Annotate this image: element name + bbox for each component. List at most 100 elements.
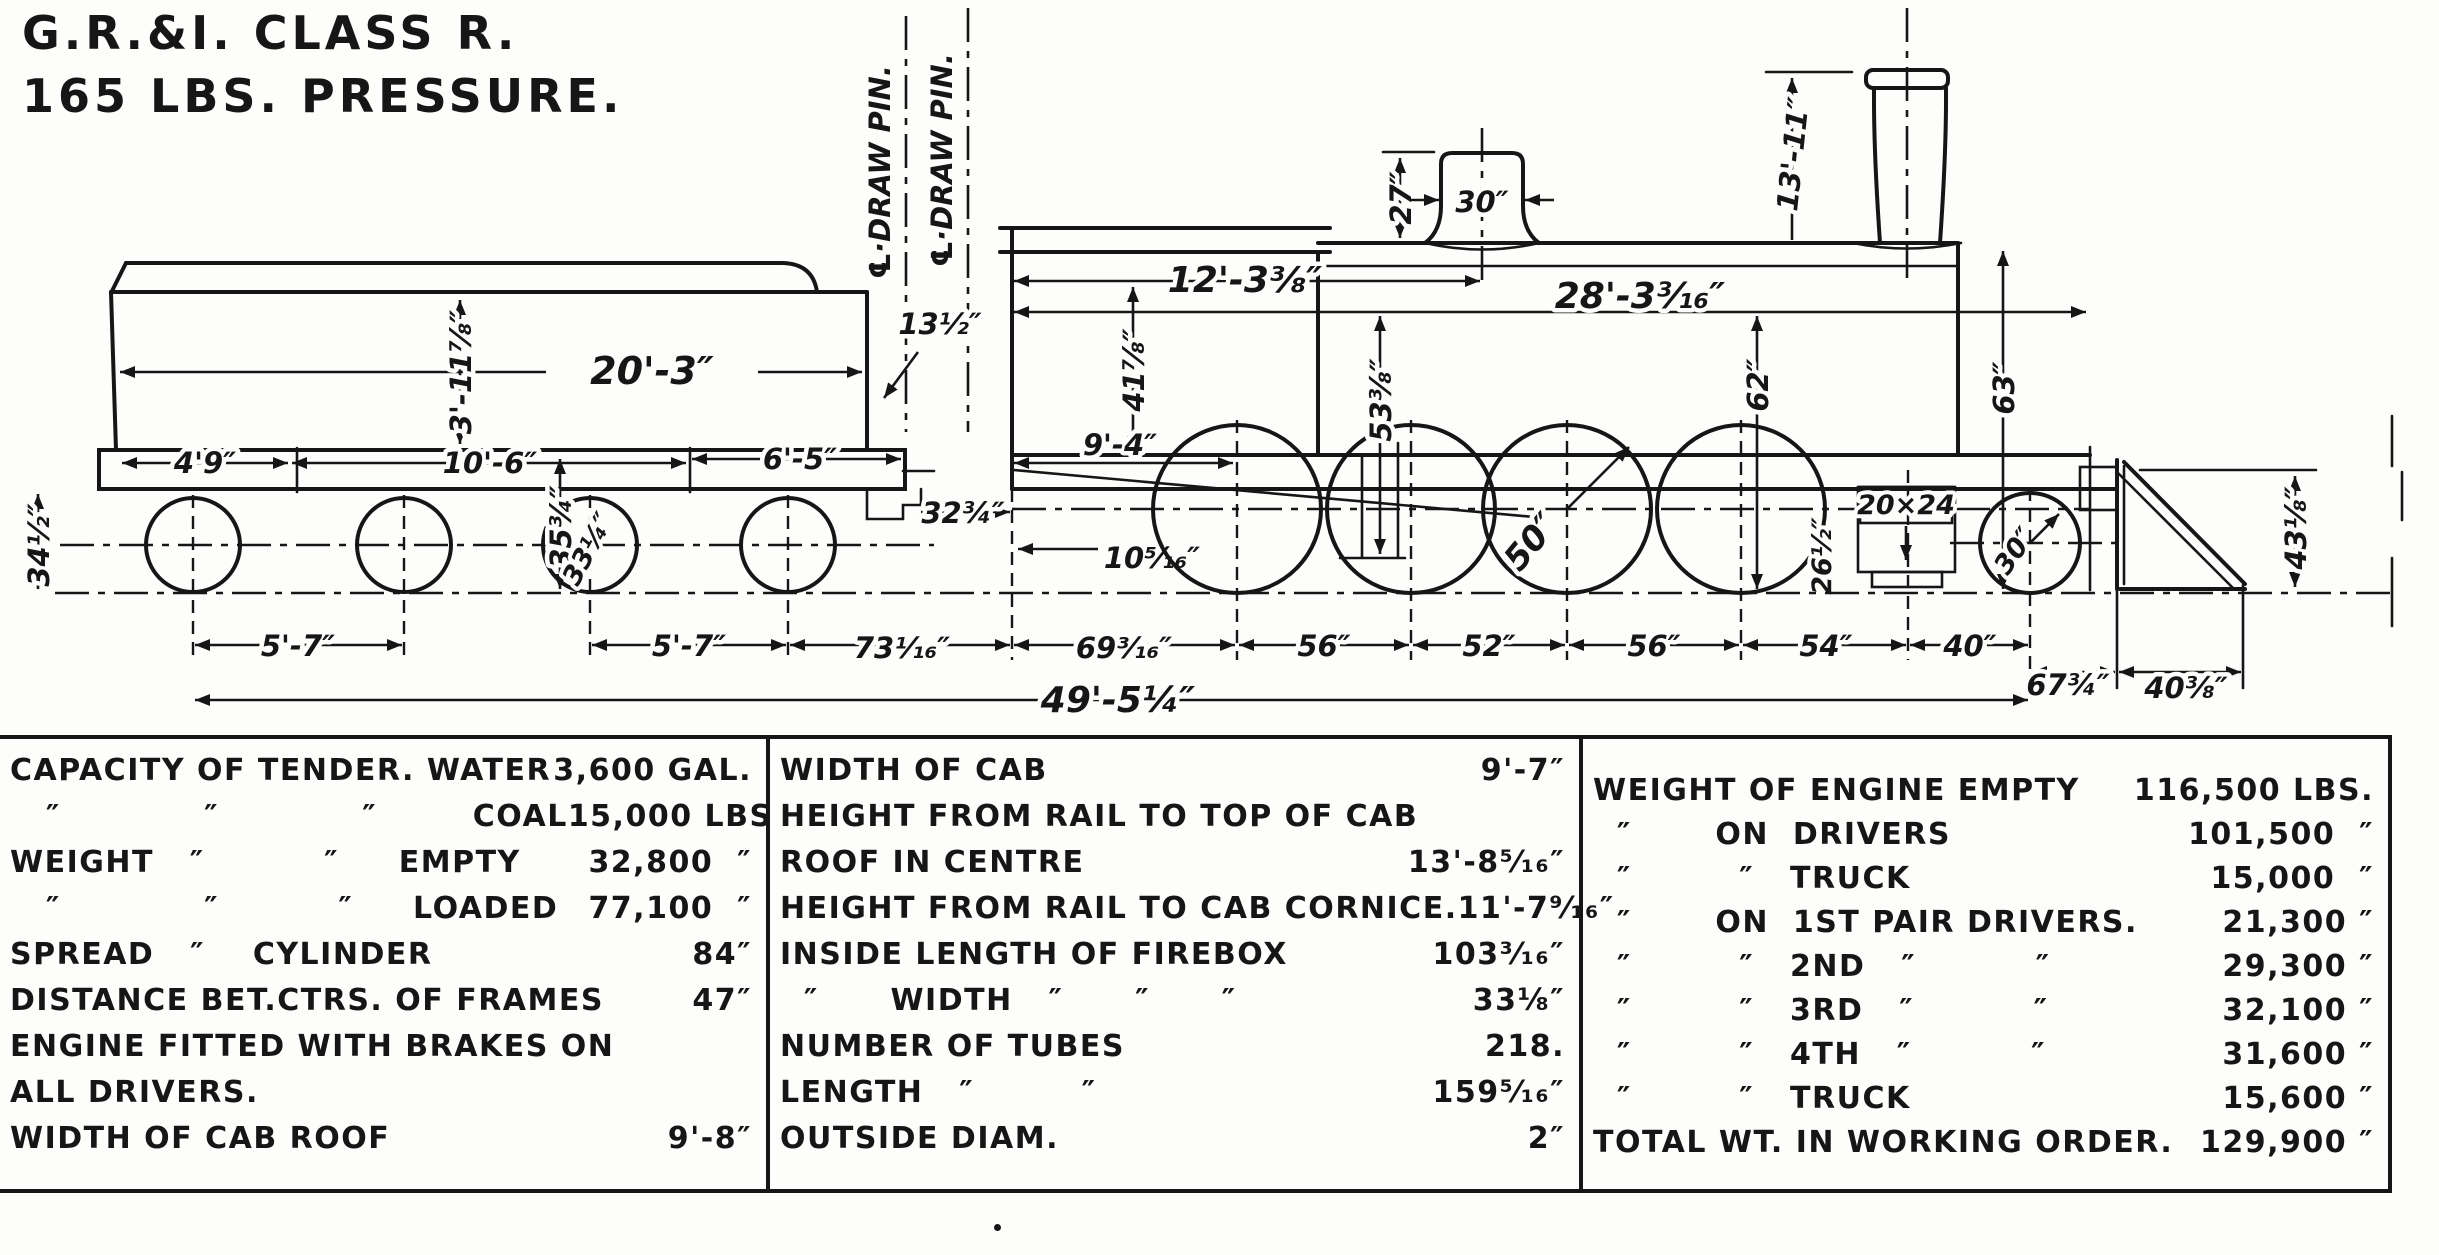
- spec-label: ″ ON DRIVERS: [1593, 817, 1951, 852]
- svg-text:63″: 63″: [1987, 361, 2021, 414]
- svg-text:41⅞″: 41⅞″: [1117, 328, 1151, 412]
- spec-value: 32,100 ″: [2222, 993, 2374, 1028]
- svg-text:6'-5″: 6'-5″: [763, 442, 837, 476]
- draw-pin-centerlines: ℄·DRAW PIN. ℄·DRAW PIN.: [859, 8, 970, 432]
- spec-value: 11'-7⁹⁄₁₆″: [1457, 891, 1615, 926]
- svg-text:10'-6″: 10'-6″: [443, 446, 537, 480]
- svg-text:3'-11⅞″: 3'-11⅞″: [444, 310, 478, 434]
- svg-text:54″: 54″: [1799, 629, 1852, 663]
- svg-text:67¾″: 67¾″: [2026, 668, 2109, 702]
- svg-text:56″: 56″: [1627, 629, 1680, 663]
- spec-label: ″ ″ 2ND ″ ″: [1593, 949, 2051, 984]
- spec-row: TOTAL WT. IN WORKING ORDER. 129,900 ″: [1593, 1125, 2374, 1169]
- spec-value: 84″: [692, 937, 752, 972]
- spec-label: HEIGHT FROM RAIL TO CAB CORNICE.: [780, 891, 1458, 926]
- svg-text:13½″: 13½″: [898, 307, 981, 341]
- spec-label: ″ ″ TRUCK: [1593, 1081, 1911, 1116]
- svg-text:73¹⁄₁₆″: 73¹⁄₁₆″: [854, 631, 950, 665]
- spec-label: WIDTH OF CAB ROOF: [10, 1121, 391, 1156]
- draw-pin-left-label: ℄·DRAW PIN.: [863, 65, 897, 279]
- spec-value: 33⅛″: [1472, 983, 1565, 1018]
- spec-label: ALL DRIVERS.: [10, 1075, 259, 1110]
- spec-value: 103³⁄₁₆″: [1432, 937, 1565, 972]
- svg-text:69³⁄₁₆″: 69³⁄₁₆″: [1076, 631, 1172, 665]
- cylinder-block: 20×24: [1853, 485, 1959, 589]
- spec-row: ″ ″ 2ND ″ ″ 29,300 ″: [1593, 949, 2374, 993]
- svg-text:62″: 62″: [1741, 358, 1775, 411]
- spec-value: 9'-8″: [667, 1121, 752, 1156]
- spec-value: 159⁵⁄₁₆″: [1432, 1075, 1565, 1110]
- spec-label: NUMBER OF TUBES: [780, 1029, 1125, 1064]
- pilot-cowcatcher: [2078, 458, 2247, 591]
- svg-text:52″: 52″: [1462, 629, 1515, 663]
- svg-text:26½″: 26½″: [1807, 517, 1838, 595]
- spec-label: ROOF IN CENTRE: [780, 845, 1085, 880]
- tender-wheels: [60, 495, 934, 660]
- spec-row: ″ ″ TRUCK 15,600 ″: [1593, 1081, 2374, 1125]
- spec-label: INSIDE LENGTH OF FIREBOX: [780, 937, 1288, 972]
- svg-text:53⅜″: 53⅜″: [1364, 358, 1398, 441]
- spec-label: ″ ″ 4TH ″ ″: [1593, 1037, 2047, 1072]
- spec-label: ENGINE FITTED WITH BRAKES ON: [10, 1029, 615, 1064]
- svg-text:32¾″: 32¾″: [921, 496, 1004, 530]
- spec-row: HEIGHT FROM RAIL TO CAB CORNICE.11'-7⁹⁄₁…: [780, 891, 1613, 937]
- spec-value: 2″: [1527, 1121, 1565, 1156]
- spec-label: ″ ″ ″ LOADED: [10, 891, 559, 926]
- spec-label: ″ ″ 3RD ″ ″: [1593, 993, 2049, 1028]
- spec-label: HEIGHT FROM RAIL TO TOP OF CAB: [780, 799, 1419, 834]
- spec-label: SPREAD ″ CYLINDER: [10, 937, 433, 972]
- svg-text:40⅜″: 40⅜″: [2143, 671, 2227, 705]
- spec-row: ″ ON 1ST PAIR DRIVERS.21,300 ″: [1593, 905, 2374, 949]
- spec-label: DISTANCE BET.CTRS. OF FRAMES: [10, 983, 604, 1018]
- spec-row: NUMBER OF TUBES 218.: [780, 1029, 1565, 1075]
- spec-row: ″ ″ 4TH ″ ″ 31,600 ″: [1593, 1037, 2374, 1081]
- spec-label: TOTAL WT. IN WORKING ORDER.: [1593, 1125, 2174, 1160]
- spec-value: 32,800 ″: [588, 845, 752, 880]
- svg-text:34½″: 34½″: [22, 503, 56, 586]
- spec-row: ALL DRIVERS.: [10, 1075, 752, 1121]
- svg-text:30″: 30″: [1988, 522, 2042, 580]
- smokestack: [1851, 8, 1963, 282]
- spec-value: 29,300 ″: [2222, 949, 2374, 984]
- svg-text:27″: 27″: [1384, 171, 1418, 224]
- spec-label: ″ WIDTH ″ ″ ″: [780, 983, 1237, 1018]
- spec-row: LENGTH ″ ″159⁵⁄₁₆″: [780, 1075, 1565, 1121]
- wheelbase-dimensions: 5'-7″ 5'-7″ 73¹⁄₁₆″ 69³⁄₁₆″ 56″ 52″ 56″ …: [195, 489, 2245, 726]
- svg-text:43⅛″: 43⅛″: [2279, 486, 2313, 570]
- spec-value: 77,100 ″: [588, 891, 752, 926]
- spec-label: ″ ″ TRUCK: [1593, 861, 1911, 896]
- spec-row: DISTANCE BET.CTRS. OF FRAMES 47″: [10, 983, 752, 1029]
- svg-text:40″: 40″: [1942, 629, 1996, 663]
- spec-value: 129,900 ″: [2200, 1125, 2374, 1160]
- svg-text:9'-4″: 9'-4″: [1083, 428, 1157, 462]
- page-title: G.R.&I. CLASS R. 165 LBS. PRESSURE.: [22, 2, 623, 129]
- spec-value: 15,000 LBS: [567, 799, 773, 834]
- spec-row: WIDTH OF CAB ROOF 9'-8″: [10, 1121, 752, 1167]
- spec-value: 31,600 ″: [2222, 1037, 2374, 1072]
- spec-row: ″ ″ ″ LOADED 77,100 ″: [10, 891, 752, 937]
- spec-row: HEIGHT FROM RAIL TO TOP OF CAB: [780, 799, 1565, 845]
- scan-speck: [994, 1224, 1001, 1231]
- spec-value: 218.: [1484, 1029, 1565, 1064]
- svg-text:12'-3⅜″: 12'-3⅜″: [1168, 260, 1322, 301]
- spec-label: OUTSIDE DIAM.: [780, 1121, 1059, 1156]
- spec-label: WEIGHT ″ ″ EMPTY: [10, 845, 521, 880]
- spec-label: CAPACITY OF TENDER. WATER: [10, 753, 552, 788]
- title-line1: G.R.&I. CLASS R.: [22, 6, 519, 60]
- spec-value: 15,600 ″: [2222, 1081, 2374, 1116]
- svg-text:5'-7″: 5'-7″: [261, 629, 335, 663]
- spec-row: ″ ″ 3RD ″ ″ 32,100 ″: [1593, 993, 2374, 1037]
- spec-label: ″ ON 1ST PAIR DRIVERS.: [1593, 905, 2138, 940]
- spec-value: 47″: [692, 983, 752, 1018]
- title-line2: 165 LBS. PRESSURE.: [22, 69, 624, 124]
- spec-value: 15,000 ″: [2210, 861, 2374, 896]
- svg-text:30″: 30″: [1455, 185, 1508, 219]
- spec-row: WEIGHT ″ ″ EMPTY 32,800 ″: [10, 845, 752, 891]
